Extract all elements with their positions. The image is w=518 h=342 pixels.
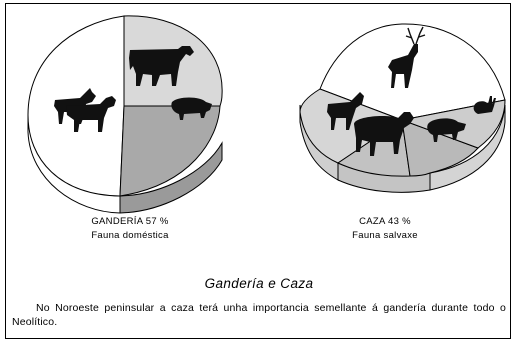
chamois-icon: [327, 92, 364, 130]
pie-slice-white: [319, 23, 506, 121]
pie-slice-gray-3: [401, 119, 479, 177]
right-pie-label: CAZA 43 %: [359, 216, 411, 227]
pie-chart-caza: [299, 23, 506, 193]
right-pie-caption: CAZA 43 % Fauna salvaxe: [310, 215, 460, 243]
pie-chart-gandaria: [27, 15, 223, 214]
boar-icon: [427, 118, 466, 142]
pig-icon: [171, 97, 212, 120]
figure-title: Gandería e Caza: [204, 276, 314, 291]
cow-icon: [129, 46, 194, 86]
left-pie-sublabel: Fauna doméstica: [91, 230, 169, 241]
pie-slice-gray-1: [299, 88, 404, 164]
left-pie-label: GANDERÍA 57 %: [91, 216, 169, 227]
left-pie-caption: GANDERÍA 57 % Fauna doméstica: [55, 215, 205, 243]
aurochs-icon: [354, 112, 414, 156]
pie-side-darkgray: [119, 141, 223, 214]
pie-slice-darkgray: [119, 105, 221, 197]
deer-icon: [388, 26, 426, 88]
rabbit-icon: [473, 96, 496, 114]
right-pie-sublabel: Fauna salvaxe: [352, 230, 418, 241]
figure-description: No Noroeste peninsular a caza terá unha …: [12, 302, 506, 328]
figure-frame: [5, 3, 511, 339]
sheep-icon: [66, 96, 116, 132]
pie-side-right: [429, 104, 506, 191]
